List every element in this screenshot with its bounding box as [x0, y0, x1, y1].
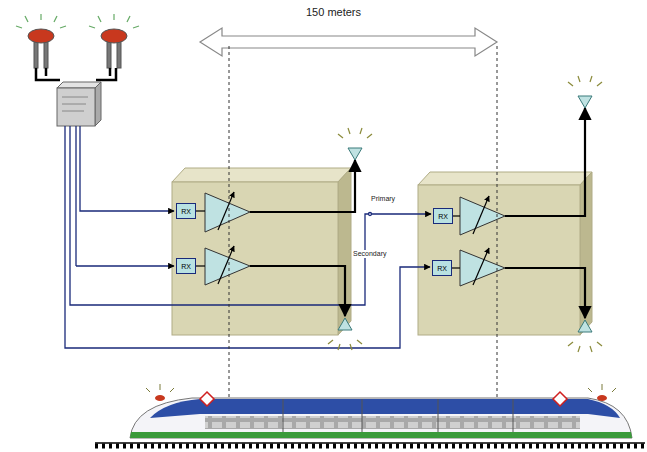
repeater-housing	[418, 172, 592, 335]
antenna-symbol	[338, 96, 592, 332]
feed-cable	[65, 126, 431, 348]
radio-waves	[328, 76, 602, 352]
signal-label: Primary	[370, 195, 396, 203]
coverage-boundary	[229, 46, 497, 415]
splitter-box	[57, 82, 101, 126]
receiver-box: RX	[432, 260, 452, 276]
distance-arrow	[200, 28, 497, 56]
roof-antennas	[16, 14, 139, 80]
receiver-box: RX	[433, 208, 453, 224]
receiver-box: RX	[176, 203, 196, 219]
receiver-label: RX	[438, 213, 448, 220]
receiver-label: RX	[437, 265, 447, 272]
receiver-label: RX	[181, 208, 191, 215]
signal-label: Secondary	[352, 250, 387, 258]
rx-link	[196, 211, 460, 268]
output-line	[250, 108, 585, 318]
train	[95, 384, 645, 446]
gain-arrow	[218, 192, 489, 285]
receiver-box: RX	[176, 258, 196, 274]
receiver-label: RX	[181, 263, 191, 270]
repeater-housing	[172, 168, 351, 335]
dimension-label: 150 meters	[305, 6, 362, 18]
